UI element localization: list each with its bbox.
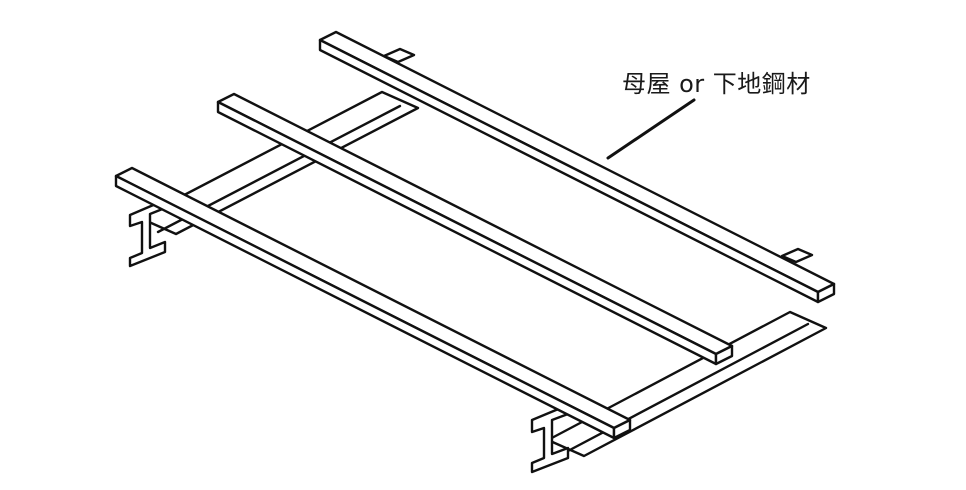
purlin-back: [318, 30, 836, 304]
purlin-back-end-face: [816, 282, 836, 304]
purlin-middle: [216, 92, 734, 366]
purlin-middle-end-face: [714, 344, 734, 366]
purlin-middle-top-face: [216, 92, 734, 356]
callout-leader-line: [606, 98, 696, 160]
purlin-front-side-face: [114, 174, 616, 440]
purlin-middle-side-face: [216, 100, 718, 366]
steel-beam-right-far-tab: [780, 247, 814, 264]
steel-beam-left-end-section: [128, 198, 167, 268]
purlin-front: [114, 166, 632, 440]
callout-label: 母屋 or 下地鋼材: [622, 70, 811, 98]
purlin-front-end-face: [612, 418, 632, 440]
purlin-front-top-face: [114, 166, 632, 430]
